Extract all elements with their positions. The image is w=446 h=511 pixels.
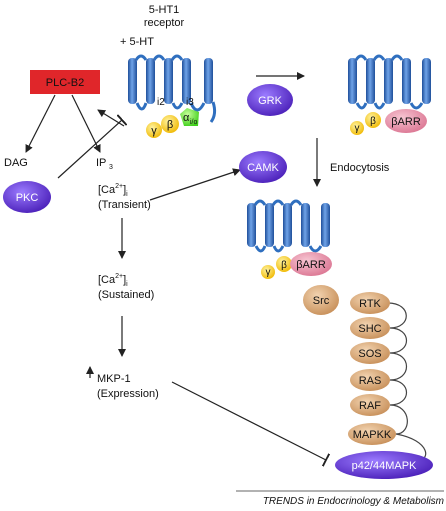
camk-node — [239, 151, 287, 183]
g-gamma-subunit-2 — [350, 121, 364, 135]
cascade-node-raf — [350, 394, 390, 416]
p42-44-mapk-label: p42/44MAPK — [352, 460, 417, 472]
cascade-node-shc — [350, 317, 390, 339]
src-label: Src — [313, 295, 330, 307]
dag-label: DAG — [4, 157, 28, 169]
g-alpha-subscript: i/o — [190, 119, 198, 126]
g-beta-label-2: β — [370, 116, 376, 127]
g-gamma-label-2: γ — [355, 123, 360, 134]
cascade-node-rtk — [350, 292, 390, 314]
loop-i3-label: i3 — [186, 97, 194, 108]
g-gamma-subunit — [146, 122, 162, 138]
cascade-label-mapkk: MAPKK — [353, 429, 392, 441]
cascade-label-sos: SOS — [358, 348, 381, 360]
plc-b2-label: PLC-B2 — [46, 77, 85, 89]
src-node — [303, 285, 339, 315]
p42-44-mapk-node — [335, 451, 433, 479]
ca-transient-label: (Transient) — [98, 199, 151, 211]
cascade-node-mapkk — [348, 423, 396, 445]
g-beta-label-3: β — [281, 260, 287, 271]
arrow-plc-to-ip3 — [71, 94, 101, 153]
arrow-plc-to-dag — [25, 94, 56, 153]
receptor-barr-top — [348, 54, 431, 110]
g-beta-subunit — [161, 115, 179, 133]
receptor-top — [128, 54, 217, 123]
barr-node-internal — [290, 252, 332, 276]
camk-label: CAMK — [247, 162, 279, 174]
mkp-label: MKP-1 — [97, 373, 131, 385]
receptor-internalized — [247, 199, 330, 253]
cascade-label-raf: RAF — [359, 400, 381, 412]
receptor-title: 5-HT1 — [149, 4, 180, 16]
pkc-label: PKC — [16, 192, 39, 204]
footer-credit: TRENDS in Endocrinology & Metabolism — [263, 496, 444, 507]
g-alpha-label: α — [183, 112, 190, 124]
cascade-label-ras: RAS — [359, 375, 382, 387]
inhibit-mkp-to-mapk — [171, 381, 331, 467]
loop-i2-label: i2 — [157, 97, 165, 108]
g-gamma-label-3: γ — [266, 267, 271, 278]
ca-sustained-label: (Sustained) — [98, 289, 154, 301]
receptor-subtitle: receptor — [144, 17, 185, 29]
pkc-node — [3, 181, 51, 213]
ip3-label: IP — [96, 157, 106, 169]
barr-node-top — [385, 109, 427, 133]
ca-sustained-bracket: [Ca2+]i — [98, 273, 128, 288]
g-beta-subunit-3 — [276, 256, 292, 272]
ca-transient-bracket: [Ca2+]i — [98, 183, 128, 198]
inhibit-pkc-to-receptor — [57, 114, 128, 179]
endocytosis-label: Endocytosis — [330, 162, 390, 174]
g-beta-subunit-2 — [365, 112, 381, 128]
arrow-ca-to-camk — [149, 168, 241, 201]
barr-label-internal: βARR — [296, 259, 326, 271]
plc-b2-box — [30, 70, 100, 94]
g-beta-label: β — [167, 119, 173, 131]
g-gamma-label: γ — [151, 125, 157, 137]
grk-label: GRK — [258, 95, 283, 107]
g-alpha-subunit — [180, 108, 199, 126]
mkp-expression-label: (Expression) — [97, 388, 159, 400]
barr-label-top: βARR — [391, 116, 421, 128]
grk-node — [247, 84, 293, 116]
arrow-g-to-plc — [97, 109, 125, 127]
cascade-node-ras — [350, 369, 390, 391]
mapk-cascade: RTK SHC SOS RAS RAF MAPKK — [348, 292, 396, 445]
g-gamma-subunit-3 — [261, 265, 275, 279]
cascade-node-sos — [350, 342, 390, 364]
ip3-subscript: 3 — [109, 164, 113, 171]
ligand-label: + 5-HT — [120, 36, 154, 48]
cascade-label-shc: SHC — [358, 323, 381, 335]
cascade-label-rtk: RTK — [359, 298, 381, 310]
